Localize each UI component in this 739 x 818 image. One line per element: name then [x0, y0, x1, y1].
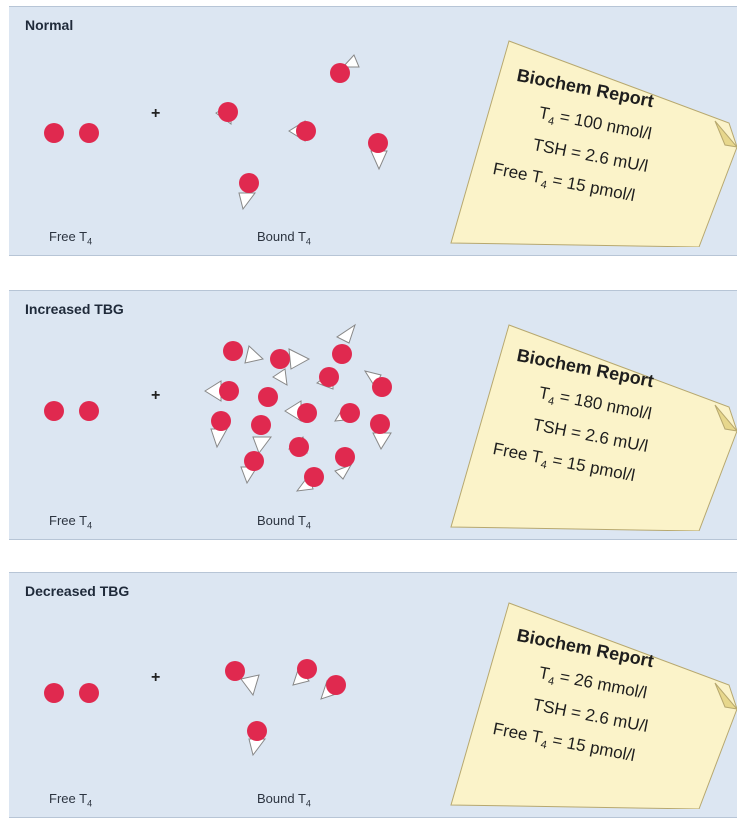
biochem-report-note: Biochem Report T4 = 100 nmol/l TSH = 2.6…	[449, 37, 737, 247]
bound-t4-molecule	[334, 403, 360, 423]
free-t4-molecule	[44, 401, 64, 421]
bound-t4-molecule	[225, 661, 260, 697]
panel-title: Decreased TBG	[25, 583, 130, 599]
bound-t4-molecule	[330, 54, 360, 83]
report-heading: Biochem Report	[515, 65, 656, 112]
molecule-diagram	[44, 659, 346, 757]
biochem-report-note: Biochem Report T4 = 26 mmol/l TSH = 2.6 …	[449, 599, 737, 809]
bound-t4-molecule	[288, 120, 316, 142]
bound-t4-molecule	[215, 102, 238, 125]
bound-t4-molecule	[292, 659, 317, 686]
free-t4-molecule	[79, 123, 99, 143]
bound-t4-molecule	[284, 400, 317, 423]
free-t4-molecule	[79, 683, 99, 703]
bound-t4-molecule	[258, 368, 288, 407]
molecule-diagram	[44, 54, 388, 211]
report-heading: Biochem Report	[515, 625, 656, 672]
panel-title: Normal	[25, 17, 74, 33]
bound-t4-label: Bound T4	[257, 229, 311, 247]
free-t4-molecule	[44, 123, 64, 143]
free-t4-label: Free T4	[49, 229, 93, 247]
bound-t4-molecule	[370, 414, 392, 451]
free-t4-molecule	[79, 401, 99, 421]
panel-increased-tbg: Increased TBG + Free T4 Bound T4 Biochem…	[9, 290, 737, 540]
plus-sign: +	[151, 669, 161, 686]
bound-t4-molecule	[251, 415, 272, 455]
biochem-report-note: Biochem Report T4 = 180 nmol/l TSH = 2.6…	[449, 321, 737, 531]
bound-t4-label: Bound T4	[257, 791, 311, 809]
free-t4-label: Free T4	[49, 513, 93, 531]
bound-t4-molecule	[238, 173, 259, 211]
free-t4-molecule	[44, 683, 64, 703]
bound-t4-molecule	[287, 436, 309, 457]
bound-t4-molecule	[204, 380, 239, 402]
bound-t4-molecule	[320, 675, 346, 700]
panel-normal: Normal + Free T4 Bound T4	[9, 6, 737, 256]
bound-t4-molecule	[240, 451, 264, 485]
plus-sign: +	[151, 387, 161, 404]
report-heading: Biochem Report	[515, 345, 656, 392]
bound-t4-molecule	[210, 411, 231, 449]
bound-t4-molecule	[368, 133, 388, 171]
bound-t4-molecule	[334, 447, 355, 480]
bound-t4-molecule	[332, 323, 356, 364]
molecule-diagram	[44, 323, 392, 492]
bound-t4-molecule	[247, 721, 267, 757]
bound-t4-molecule	[223, 341, 265, 364]
free-t4-label: Free T4	[49, 791, 93, 809]
bound-t4-molecule	[315, 367, 339, 390]
panel-title: Increased TBG	[25, 301, 124, 317]
bound-t4-molecule	[363, 370, 392, 397]
bound-t4-label: Bound T4	[257, 513, 311, 531]
plus-sign: +	[151, 105, 161, 122]
panel-decreased-tbg: Decreased TBG + Free T4 Bound T4 Biochem…	[9, 572, 737, 818]
bound-t4-molecule	[295, 467, 324, 492]
bound-t4-molecule	[270, 348, 311, 370]
